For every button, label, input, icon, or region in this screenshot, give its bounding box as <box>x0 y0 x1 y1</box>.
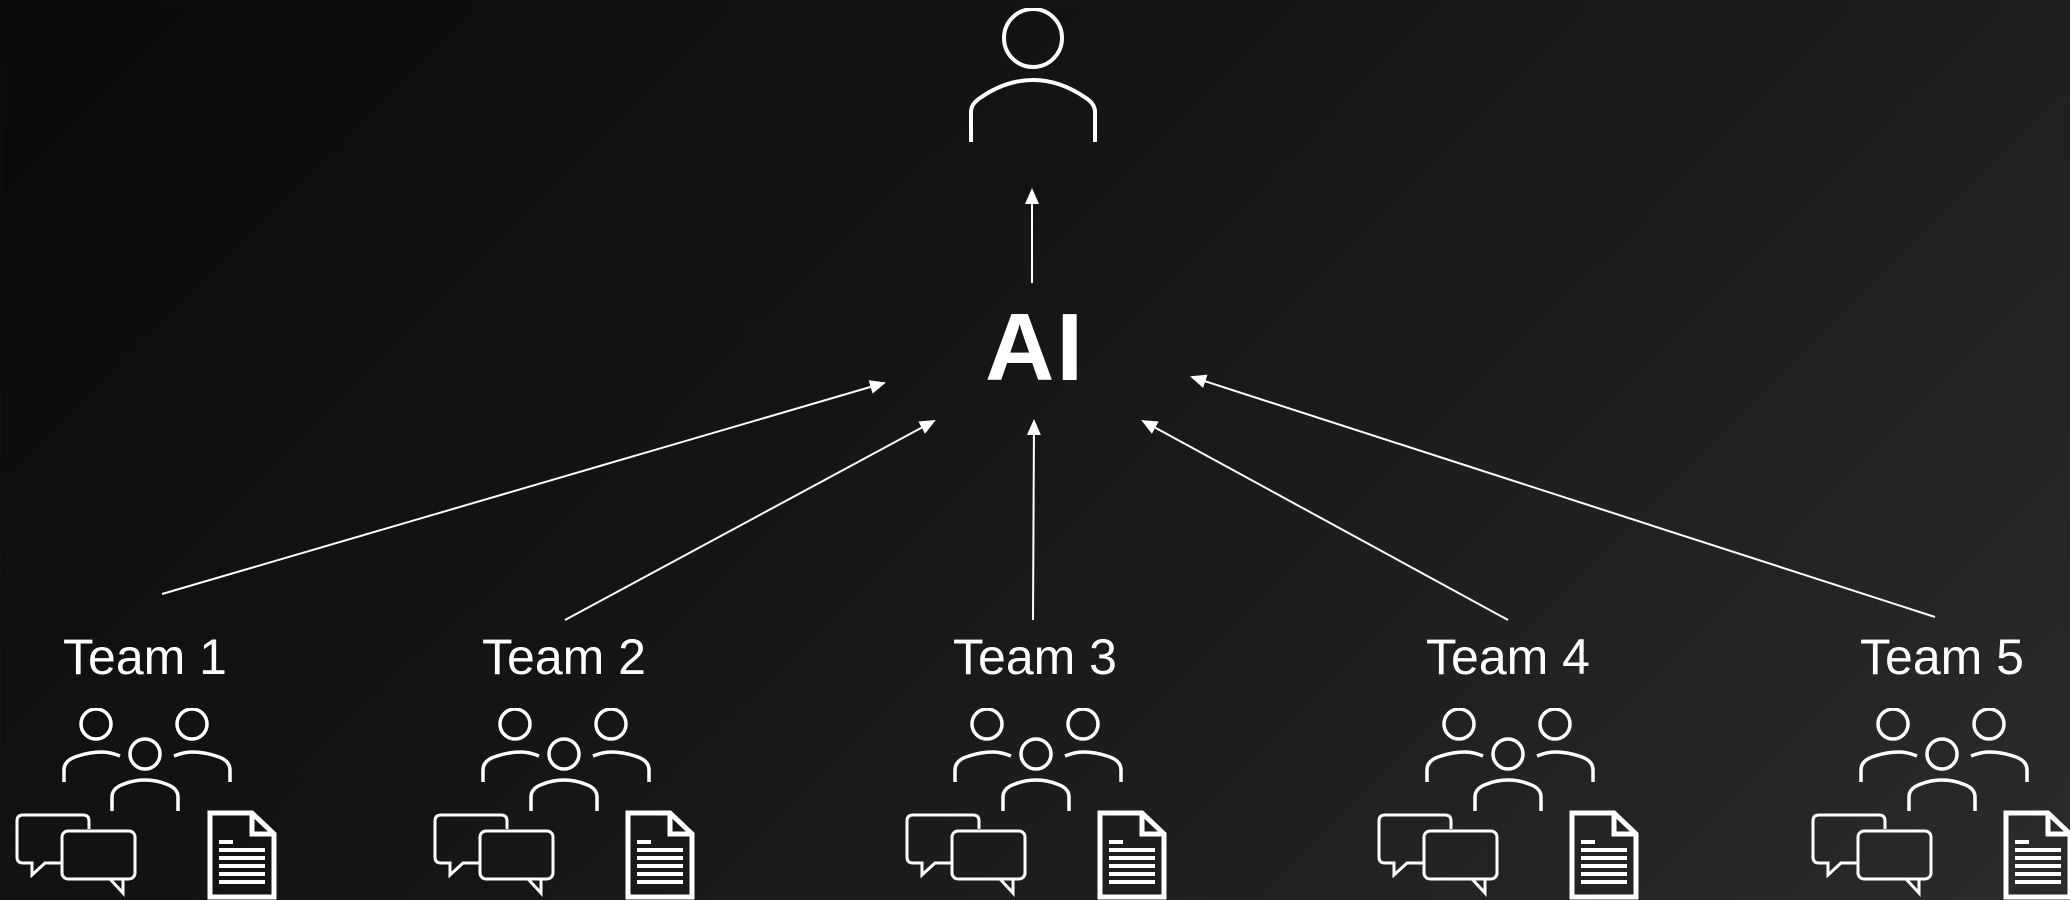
chat-bubbles-icon <box>1377 813 1499 895</box>
arrow-team-4-to-ai <box>1141 420 1509 621</box>
document-icon <box>628 813 692 897</box>
arrow-team-1-to-ai <box>161 380 886 595</box>
document-icon <box>2006 813 2070 897</box>
users-group-icon <box>62 708 232 813</box>
document-icon <box>1572 813 1636 897</box>
team-2-label: Team 2 <box>482 629 646 685</box>
team-1-label: Team 1 <box>63 629 227 685</box>
team-5-label: Team 5 <box>1860 629 2024 685</box>
ai-node-label: AI <box>985 294 1085 401</box>
arrow-team-5-to-ai <box>1190 374 1936 618</box>
user-icon <box>969 8 1097 144</box>
users-group-icon <box>953 708 1123 813</box>
chat-bubbles-icon <box>1811 813 1933 895</box>
chat-bubbles-icon <box>905 813 1027 895</box>
users-group-icon <box>1859 708 2029 813</box>
team-3-label: Team 3 <box>953 629 1117 685</box>
team-4-label: Team 4 <box>1426 629 1590 685</box>
arrow-team-2-to-ai <box>564 420 936 621</box>
arrow-team-3-to-ai <box>1026 419 1041 621</box>
chat-bubbles-icon <box>433 813 555 895</box>
document-icon <box>210 813 274 897</box>
users-group-icon <box>1425 708 1595 813</box>
chat-bubbles-icon <box>15 813 137 895</box>
users-group-icon <box>481 708 651 813</box>
document-icon <box>1100 813 1164 897</box>
